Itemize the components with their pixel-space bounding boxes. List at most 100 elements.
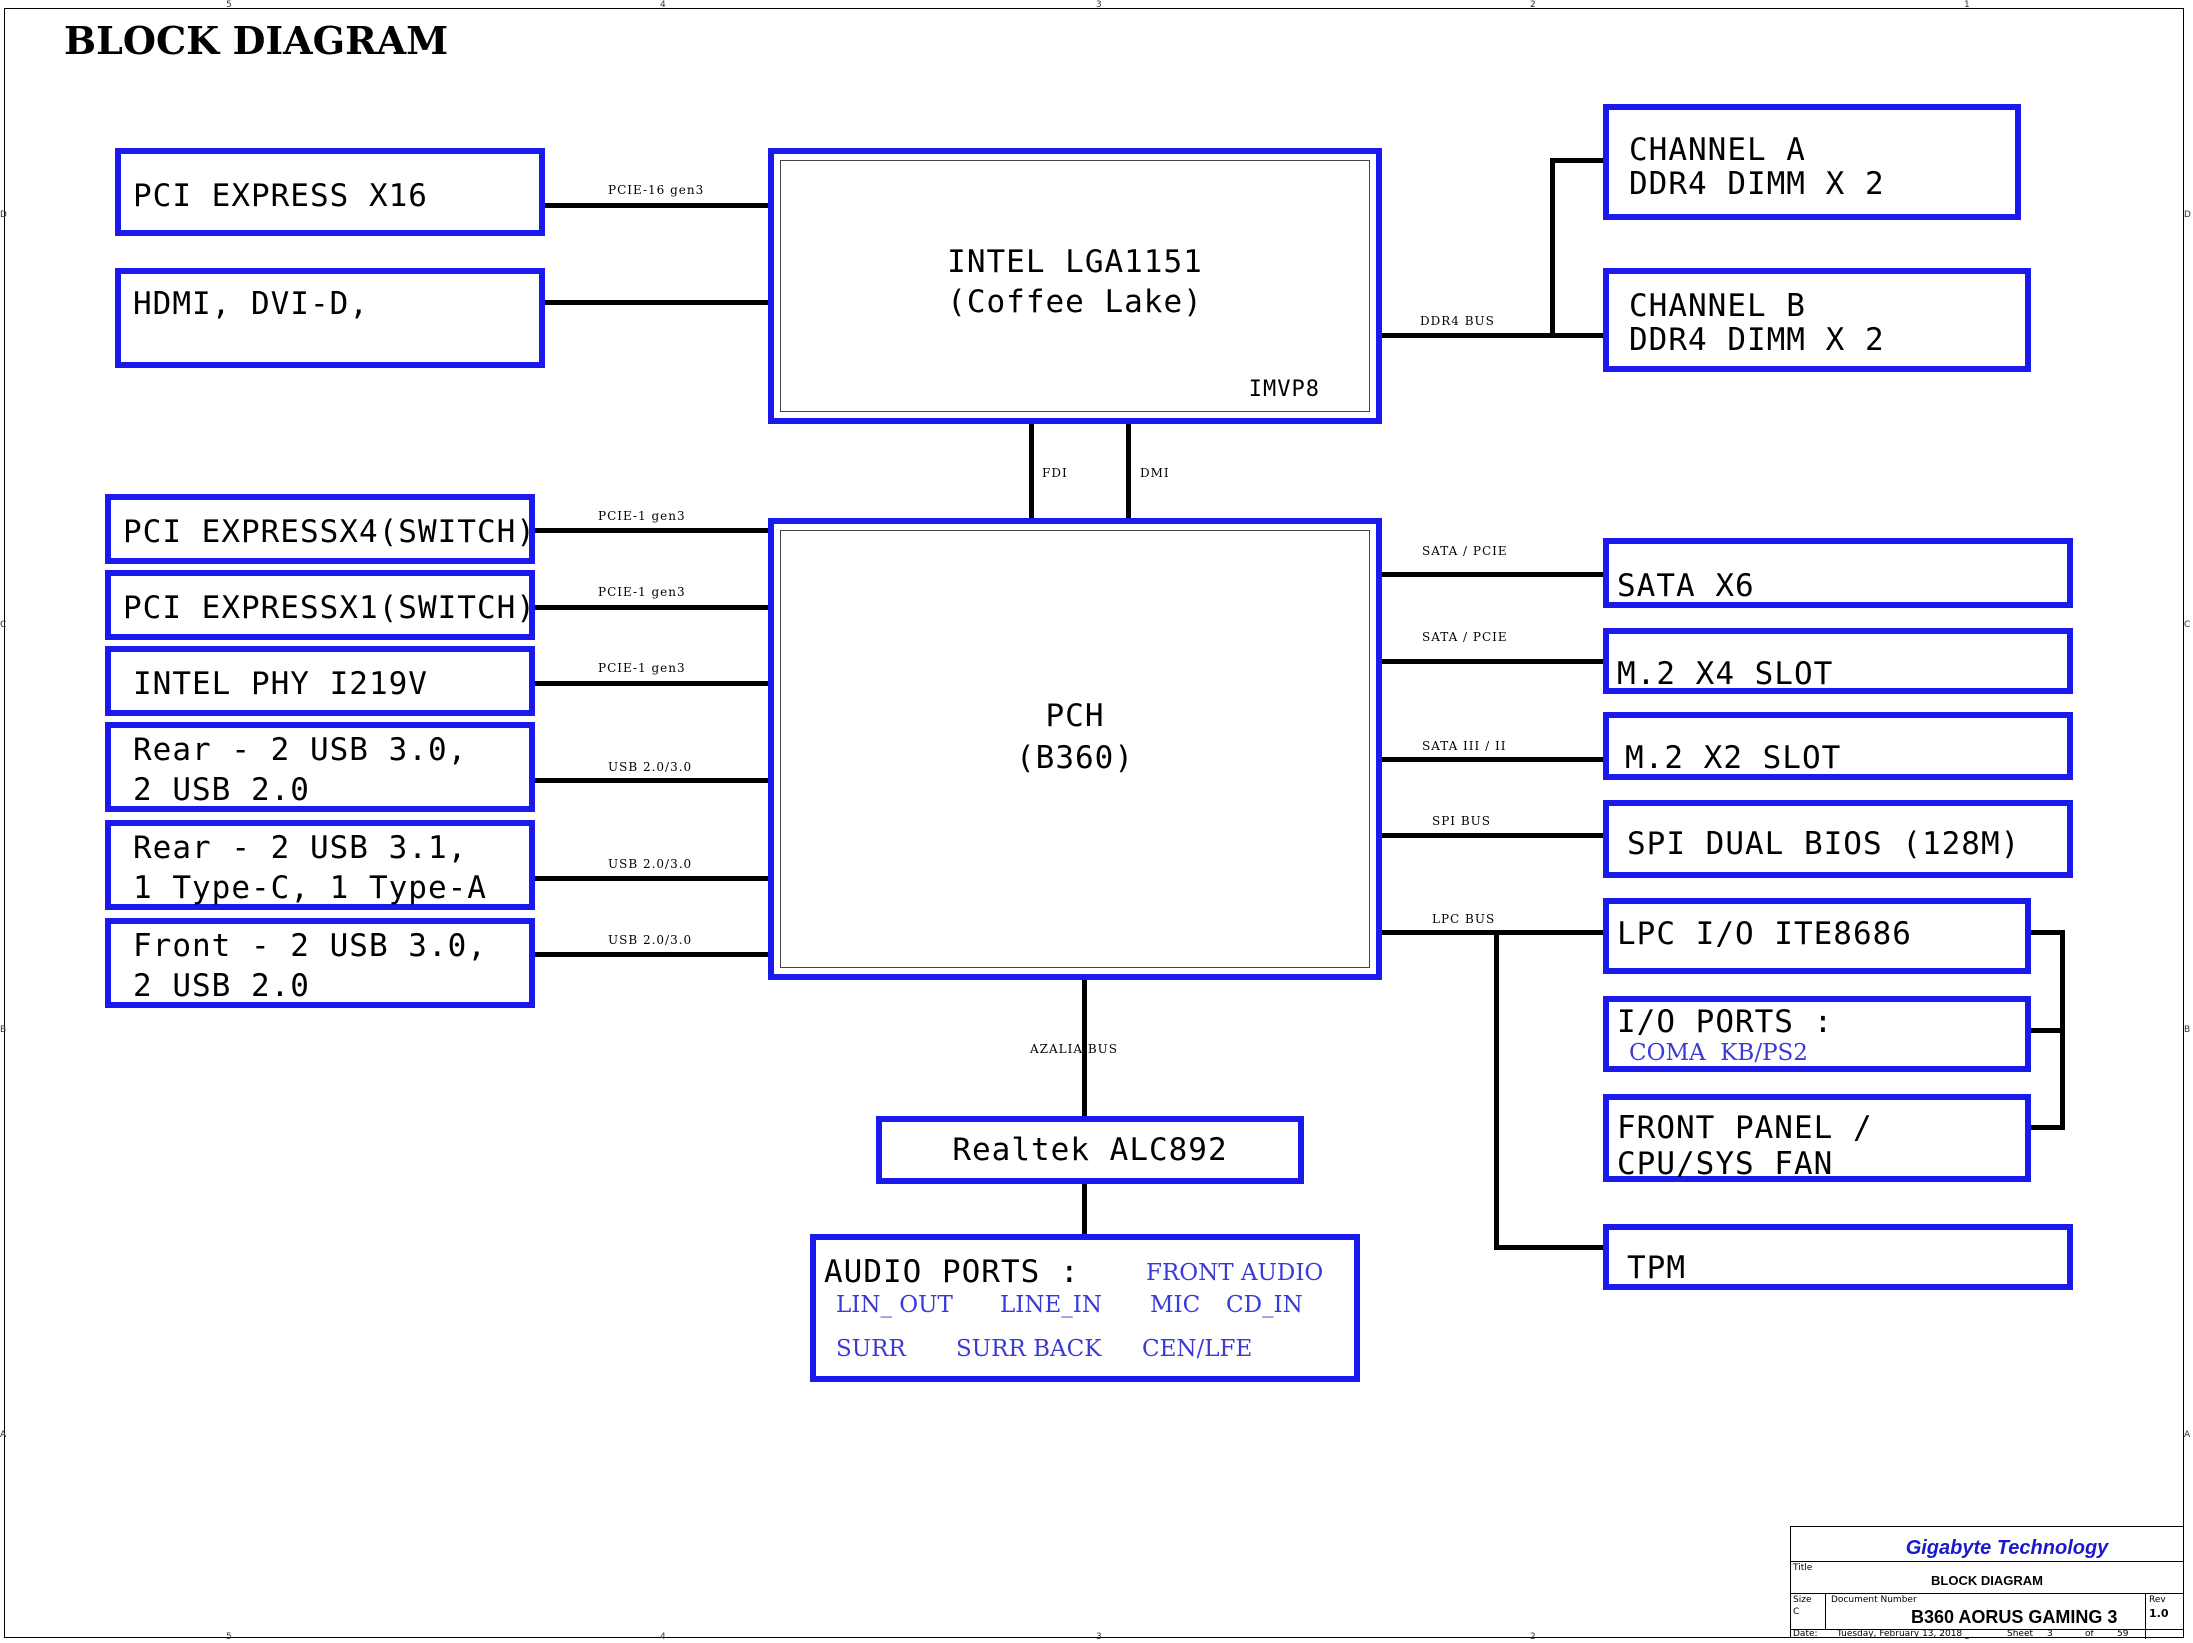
audio-port-label: LINE_IN: [1000, 1292, 1102, 1318]
block-label: M.2 X2 SLOT: [1625, 740, 1842, 776]
channel-b-block: CHANNEL B DDR4 DIMM X 2: [1603, 268, 2031, 372]
bus-wire: [530, 952, 772, 957]
block-label: LPC I/O ITE8686: [1617, 916, 1912, 952]
border-mark: 5: [226, 0, 232, 10]
block-label: 2 USB 2.0: [133, 968, 310, 1004]
of-label: of: [2085, 1629, 2094, 1639]
dmi-wire: [1126, 420, 1131, 520]
border-mark: 3: [1096, 1632, 1102, 1642]
audio-ports-block: AUDIO PORTS : FRONT AUDIO LIN_ OUT LINE_…: [810, 1234, 1360, 1382]
block-label: SATA X6: [1617, 568, 1755, 604]
sheet-label: Sheet: [2007, 1629, 2034, 1639]
audio-ports-title: AUDIO PORTS :: [824, 1254, 1080, 1290]
block-label: I/O PORTS :: [1617, 1004, 1834, 1040]
border-mark: 2: [1530, 0, 1536, 10]
block-label: FRONT PANEL /: [1617, 1110, 1873, 1146]
audio-port-label: SURR: [836, 1336, 906, 1362]
bus-wire: [540, 203, 772, 208]
lpc-wire: [2028, 1125, 2064, 1130]
title-block-rule: [2145, 1593, 2146, 1639]
lpc-wire: [1378, 930, 1608, 935]
title-block: Gigabyte Technology Title BLOCK DIAGRAM …: [1790, 1526, 2184, 1639]
pcie-x4-switch-block: PCI EXPRESSX4(SWITCH): [105, 494, 535, 564]
azalia-wire: [1082, 975, 1087, 1120]
border-ruler: [4, 8, 2184, 9]
rear-usb30-block: Rear - 2 USB 3.0, 2 USB 2.0: [105, 722, 535, 812]
border-mark: 3: [1096, 0, 1102, 10]
block-label: Front - 2 USB 3.0,: [133, 928, 487, 964]
rev-label: Rev: [2149, 1595, 2166, 1605]
pcie-x1-switch-block: PCI EXPRESSX1(SWITCH): [105, 570, 535, 640]
sata-x6-block: SATA X6: [1603, 538, 2073, 608]
bus-wire: [1378, 757, 1608, 762]
audio-wire: [1082, 1180, 1087, 1240]
lpc-wire: [2028, 930, 2064, 935]
pch-inner-outline: [780, 530, 1370, 968]
io-ports-list: COMA KB/PS2: [1629, 1040, 1808, 1066]
m2-x2-slot-block: M.2 X2 SLOT: [1603, 712, 2073, 780]
bus-wire: [1550, 333, 1608, 338]
block-label: M.2 X4 SLOT: [1617, 656, 1834, 692]
bus-wire: [530, 528, 772, 533]
bus-wire: [1378, 572, 1608, 577]
block-label: DDR4 DIMM X 2: [1629, 166, 1885, 202]
border-mark: A: [0, 1430, 7, 1440]
pcie-x16-block: PCI EXPRESS X16: [115, 148, 545, 236]
border-mark: 5: [226, 1632, 232, 1642]
lpc-wire: [1494, 1245, 1608, 1250]
bus-label: PCIE-1 gen3: [598, 585, 686, 599]
bus-wire: [1378, 659, 1608, 664]
bus-label: DDR4 BUS: [1420, 314, 1495, 328]
bus-label: PCIE-1 gen3: [598, 509, 686, 523]
title-block-rule: [1825, 1593, 1826, 1629]
doc-number-label: Document Number: [1831, 1595, 1917, 1605]
cpu-inner-outline: [780, 160, 1370, 412]
block-label: CHANNEL A: [1629, 132, 1806, 168]
bus-wire: [530, 605, 772, 610]
bus-label: FDI: [1042, 466, 1068, 480]
size-value: C: [1793, 1607, 1800, 1617]
front-usb30-block: Front - 2 USB 3.0, 2 USB 2.0: [105, 918, 535, 1008]
date-value: Tuesday, February 13, 2018: [1837, 1629, 1963, 1639]
lpc-io-block: LPC I/O ITE8686: [1603, 898, 2031, 974]
bus-label: PCIE-16 gen3: [608, 183, 705, 197]
bus-wire: [1550, 158, 1555, 338]
border-mark: B: [0, 1025, 7, 1035]
title-field-label: Title: [1793, 1563, 1813, 1573]
fdi-wire: [1029, 420, 1034, 520]
page-title: BLOCK DIAGRAM: [64, 18, 449, 63]
cpu-imvp: IMVP8: [1248, 377, 1320, 402]
pch-model: (B360): [1016, 740, 1134, 776]
border-mark: 4: [660, 0, 666, 10]
bus-label: USB 2.0/3.0: [608, 857, 693, 871]
border-mark: D: [2184, 210, 2191, 220]
block-label: CHANNEL B: [1629, 288, 1806, 324]
doc-number: B360 AORUS GAMING 3: [1911, 1607, 2118, 1627]
block-label: SPI DUAL BIOS (128M): [1627, 826, 2021, 862]
block-label: DDR4 DIMM X 2: [1629, 322, 1885, 358]
audio-port-label: CEN/LFE: [1142, 1336, 1253, 1362]
border-mark: B: [2184, 1025, 2191, 1035]
tpm-block: TPM: [1603, 1224, 2073, 1290]
title-block-rule: [1791, 1593, 2183, 1594]
border-mark: 1: [1964, 0, 1970, 10]
lpc-wire: [1494, 930, 1499, 1250]
title-block-rule: [1791, 1629, 2183, 1630]
bus-wire: [1378, 833, 1608, 838]
audio-port-label: CD_IN: [1226, 1292, 1303, 1318]
of-value: 59: [2117, 1629, 2129, 1639]
cpu-codename: (Coffee Lake): [947, 284, 1203, 320]
bus-label: SATA / PCIE: [1422, 630, 1508, 644]
lpc-wire: [2000, 1028, 2064, 1033]
block-label: CPU/SYS FAN: [1617, 1146, 1834, 1182]
border-mark: 4: [660, 1632, 666, 1642]
cpu-block: INTEL LGA1151 (Coffee Lake) IMVP8: [768, 148, 1382, 424]
rear-usb31-block: Rear - 2 USB 3.1, 1 Type-C, 1 Type-A: [105, 820, 535, 910]
bus-label: DMI: [1140, 466, 1170, 480]
bus-label: SATA III / II: [1422, 739, 1507, 753]
bus-wire: [530, 876, 772, 881]
block-label: PCI EXPRESSX4(SWITCH): [123, 514, 536, 550]
hdmi-dvi-block: HDMI, DVI-D,: [115, 268, 545, 368]
block-label: PCI EXPRESSX1(SWITCH): [123, 590, 536, 626]
bus-label: SPI BUS: [1432, 814, 1492, 828]
